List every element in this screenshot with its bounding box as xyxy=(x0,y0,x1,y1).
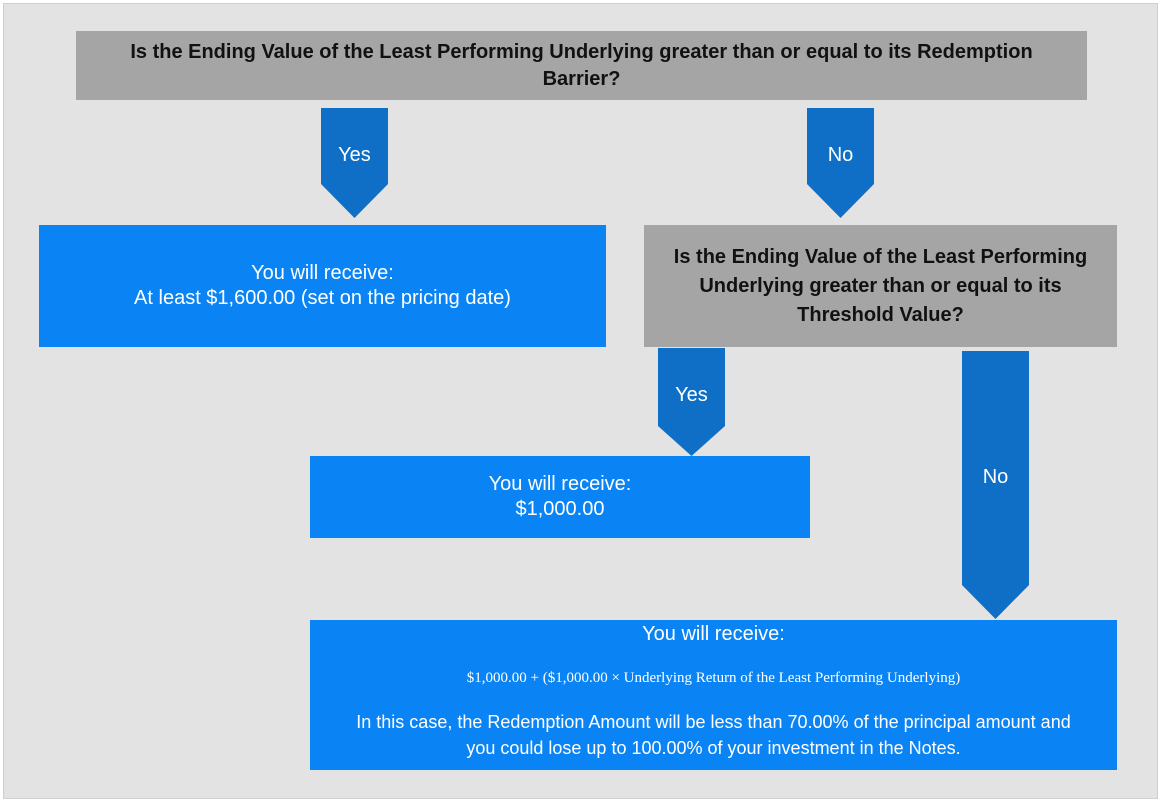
result-principal-box: You will receive: $1,000.00 xyxy=(310,456,810,538)
question-threshold-value: Is the Ending Value of the Least Perform… xyxy=(644,225,1117,347)
arrow-yes-threshold-label: Yes xyxy=(675,384,708,406)
result-at-least-box: You will receive: At least $1,600.00 (se… xyxy=(39,225,606,347)
down-arrow-icon xyxy=(807,108,874,218)
result-at-least-amount: At least $1,600.00 (set on the pricing d… xyxy=(134,287,511,309)
result-at-least-heading: You will receive: xyxy=(251,262,394,284)
question-threshold-line3: Threshold Value? xyxy=(797,303,964,326)
result-loss-formula: $1,000.00 + ($1,000.00 × Underlying Retu… xyxy=(466,670,961,686)
down-arrow-icon xyxy=(321,108,388,218)
arrow-yes-redemption: Yes xyxy=(321,108,388,218)
arrow-yes-threshold: Yes xyxy=(658,348,725,456)
arrow-no-redemption-label: No xyxy=(827,144,854,166)
question-redemption-barrier-line1: Is the Ending Value of the Least Perform… xyxy=(130,40,1033,63)
question-threshold-line1: Is the Ending Value of the Least Perform… xyxy=(673,245,1088,268)
result-loss-note: In this case, the Redemption Amount will… xyxy=(356,709,1070,761)
result-loss-box: You will receive: $1,000.00 + ($1,000.00… xyxy=(310,620,1117,770)
result-loss-note-line1: In this case, the Redemption Amount will… xyxy=(356,712,1071,732)
result-loss-note-line2: you could lose up to 100.00% of your inv… xyxy=(466,738,961,758)
down-arrow-icon xyxy=(658,348,725,456)
result-principal-amount: $1,000.00 xyxy=(515,498,605,520)
arrow-no-threshold: No xyxy=(962,351,1029,619)
result-loss-heading: You will receive: xyxy=(642,623,785,645)
question-threshold-line2: Underlying greater than or equal to its xyxy=(699,274,1062,297)
question-redemption-barrier: Is the Ending Value of the Least Perform… xyxy=(76,31,1087,100)
question-redemption-barrier-line2: Barrier? xyxy=(542,67,621,90)
result-principal-heading: You will receive: xyxy=(488,473,632,495)
arrow-no-redemption: No xyxy=(807,108,874,218)
arrow-no-threshold-label: No xyxy=(982,466,1009,488)
arrow-yes-redemption-label: Yes xyxy=(338,144,371,166)
down-arrow-icon xyxy=(962,351,1029,619)
